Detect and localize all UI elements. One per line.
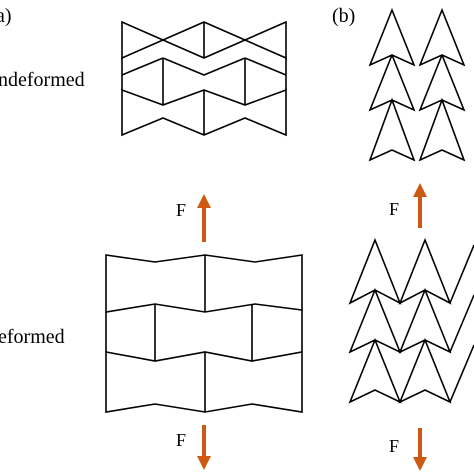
force-label-up-b: F — [389, 199, 399, 219]
chevron-undeformed-col-2 — [418, 7, 466, 162]
chevron-undeformed-col-1 — [368, 7, 416, 162]
panel-a-label: a) — [0, 5, 12, 27]
undeformed-row-3 — [121, 88, 287, 137]
chevron-deformed-col-2 — [398, 237, 452, 404]
undeformed-bowtie-lattice — [121, 20, 287, 137]
deformed-bowtie-lattice — [105, 254, 303, 413]
deformed-row-1 — [105, 254, 303, 313]
force-label-up-a: F — [176, 200, 186, 220]
chevron-deformed-col-3 — [449, 244, 474, 403]
undeformed-chevron-lattice — [368, 7, 466, 162]
undeformed-row-1 — [121, 20, 287, 60]
deformed-row-2 — [105, 304, 303, 361]
deformed-row-3 — [105, 351, 303, 413]
deformed-chevron-lattice — [348, 237, 474, 404]
force-label-down-b: F — [389, 436, 399, 456]
undeformed-label: ndeformed — [0, 69, 85, 91]
panel-b-label: (b) — [332, 5, 355, 27]
force-label-down-a: F — [176, 430, 186, 450]
deformed-label: eformed — [0, 326, 65, 348]
undeformed-row-2 — [121, 57, 287, 105]
chevron-deformed-col-1 — [348, 237, 402, 404]
